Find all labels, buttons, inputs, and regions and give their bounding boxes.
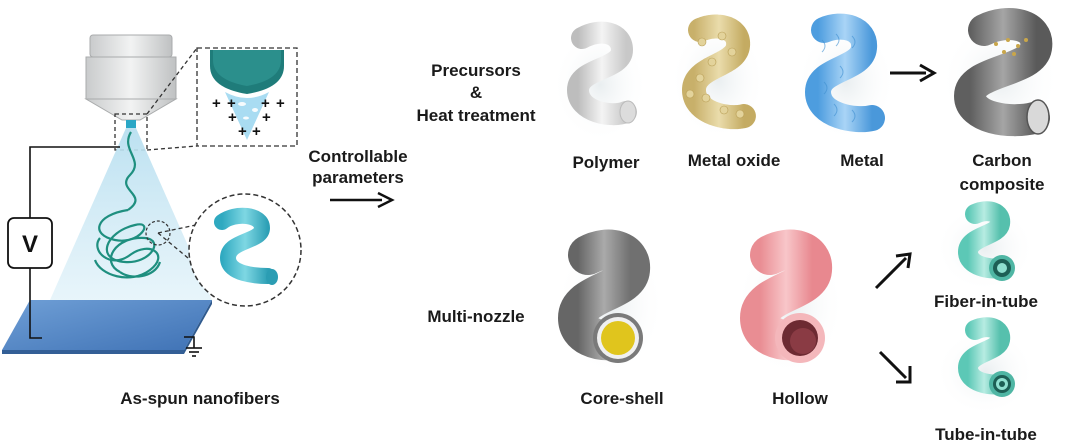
hollow-label: Hollow xyxy=(772,389,828,408)
tube-in-tube xyxy=(935,317,1035,416)
arrow-up-right-icon xyxy=(895,252,912,269)
spray-cone xyxy=(50,128,212,300)
svg-text:+: + xyxy=(276,95,285,112)
controllable-line2: parameters xyxy=(312,168,404,187)
multi-nozzle-heading: Multi-nozzle xyxy=(427,307,524,326)
fiber-in-tube-label: Fiber-in-tube xyxy=(934,292,1038,311)
controllable-line1: Controllable xyxy=(308,147,407,166)
svg-text:+: + xyxy=(228,109,237,126)
single-nanofiber xyxy=(214,207,278,285)
syringe-cap xyxy=(89,34,173,58)
svg-text:+: + xyxy=(261,95,270,112)
arrow-down-right-icon xyxy=(896,366,912,384)
polymer-fiber xyxy=(552,21,648,143)
precursors-heading-line2: & xyxy=(470,83,482,102)
polymer-label: Polymer xyxy=(572,153,639,172)
tube-in-tube-label: Tube-in-tube xyxy=(935,425,1037,444)
svg-text:+: + xyxy=(262,109,271,126)
metal-fiber xyxy=(796,13,896,142)
core-shell-label: Core-shell xyxy=(580,389,663,408)
voltage-label: V xyxy=(22,231,38,258)
svg-text:+: + xyxy=(238,123,247,140)
syringe-barrel xyxy=(85,56,177,100)
metal-oxide-label: Metal oxide xyxy=(688,151,781,170)
carbon-composite-line1: Carbon xyxy=(972,151,1032,170)
collector-plate xyxy=(2,300,212,350)
nozzle-tip xyxy=(126,120,136,128)
multi-nozzle-row: Multi-nozzle Fiber- xyxy=(427,201,1038,444)
precursors-heading-line1: Precursors xyxy=(431,61,521,80)
core-shell-fiber xyxy=(555,229,665,377)
as-spun-caption: As-spun nanofibers xyxy=(120,389,280,408)
svg-text:+: + xyxy=(252,123,261,140)
hollow-fiber xyxy=(735,229,845,377)
taylor-cone-inset: ++ ++ ++ ++ xyxy=(196,47,298,147)
metal-oxide-fiber xyxy=(670,14,766,140)
electrospinning-setup: ++ ++ ++ ++ V xyxy=(2,34,302,408)
whipping-nanofibers xyxy=(93,131,162,279)
precursor-row: Precursors & Heat treatment xyxy=(416,8,1060,194)
voltage-circuit xyxy=(29,146,202,357)
metal-label: Metal xyxy=(840,151,883,170)
precursors-heading-line3: Heat treatment xyxy=(416,106,535,125)
arrow-right-icon xyxy=(919,63,938,83)
carbon-composite-fiber xyxy=(940,8,1060,142)
voltage-source xyxy=(7,217,53,269)
controllable-parameters: Controllable parameters xyxy=(308,147,408,209)
syringe-taper xyxy=(84,98,178,121)
carbon-composite-line2: composite xyxy=(959,175,1044,194)
svg-text:+: + xyxy=(227,95,236,112)
svg-text:+: + xyxy=(212,95,221,112)
fiber-in-tube xyxy=(935,201,1035,292)
arrow-right-icon xyxy=(377,191,395,209)
